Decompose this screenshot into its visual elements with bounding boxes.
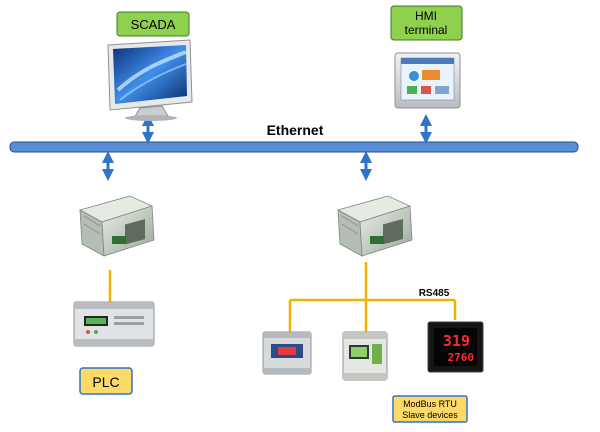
modbus-label-box: ModBus RTU Slave devices [392, 395, 468, 423]
hmi-label-line2: terminal [405, 23, 448, 37]
monitor-icon [107, 39, 193, 121]
modbus-label-line2: Slave devices [402, 410, 458, 420]
modbus-label-line1: ModBus RTU [403, 399, 457, 409]
rs485-label: RS485 [419, 288, 450, 299]
meter-readout-top: 319 [443, 332, 470, 350]
din-meter-icon [342, 331, 388, 381]
ethernet-bus [9, 141, 579, 153]
din-meter-icon [262, 331, 312, 375]
gateway-module-icon [78, 195, 155, 257]
scada-label-box: SCADA [116, 11, 190, 37]
hmi-panel-icon [394, 52, 461, 109]
panel-meter-icon: 319 2760 [427, 321, 484, 373]
scada-label: SCADA [131, 17, 176, 32]
meter-readout-bottom: 2760 [448, 351, 475, 364]
gateway-module-icon [336, 195, 413, 257]
ethernet-label: Ethernet [267, 122, 324, 138]
plc-label-box: PLC [79, 367, 133, 395]
rs485-wiring [288, 262, 457, 332]
hmi-label-line1: HMI [415, 9, 437, 23]
plc-icon [73, 301, 155, 347]
hmi-label-box: HMI terminal [390, 5, 463, 41]
plc-label: PLC [92, 374, 119, 390]
